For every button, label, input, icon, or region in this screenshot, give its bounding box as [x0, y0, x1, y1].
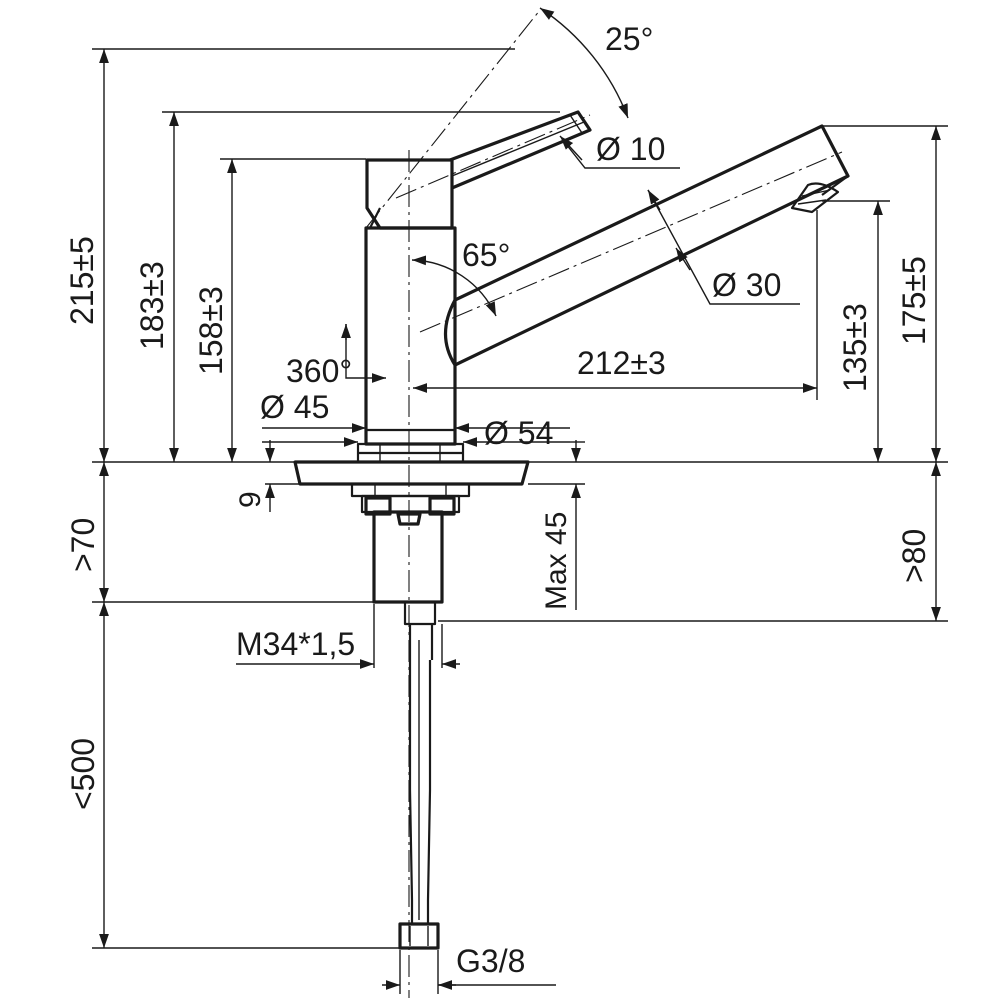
label-base-diameter-small: Ø 45	[260, 389, 329, 425]
label-angle-lever: 25°	[605, 21, 653, 57]
label-hose-length: <500	[65, 738, 101, 810]
label-connection: G3/8	[456, 943, 525, 979]
extension-lines	[92, 48, 948, 994]
label-plate-thickness: 9	[234, 491, 267, 508]
label-lever-diameter: Ø 10	[596, 131, 665, 167]
label-spout-height: 175±5	[896, 256, 932, 345]
label-rotation: 360°	[286, 353, 352, 389]
label-spout-reach: 212±3	[577, 345, 666, 381]
dimension-labels: 25° Ø 10 215±5 183±3 158±3 65° Ø 30 360°…	[64, 21, 932, 979]
label-swivel-angle: 65°	[462, 237, 510, 273]
label-thread: M34*1,5	[236, 626, 355, 662]
label-overall-height: 215±5	[64, 236, 100, 325]
label-min-depth-left: >70	[65, 518, 101, 572]
label-body-height: 158±3	[193, 286, 229, 375]
label-min-depth-right: >80	[896, 529, 932, 583]
dimension-lines	[99, 7, 941, 990]
label-outlet-height: 135±3	[837, 303, 873, 392]
label-spout-diameter: Ø 30	[712, 267, 781, 303]
faucet-body	[293, 110, 850, 950]
label-max-counter: Max 45	[540, 512, 573, 610]
label-lever-height: 183±3	[134, 261, 170, 350]
label-base-diameter-large: Ø 54	[484, 415, 553, 451]
